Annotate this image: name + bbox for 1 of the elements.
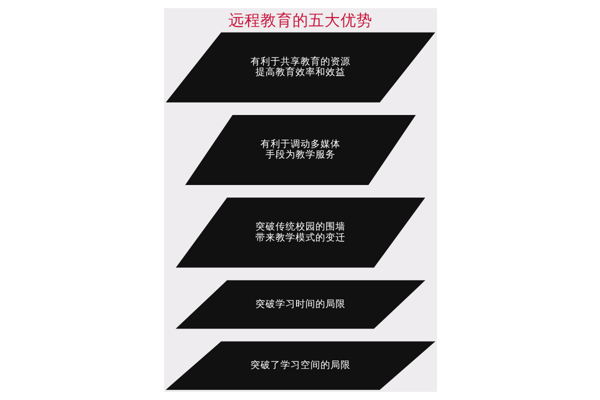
diagram-title: 远程教育的五大优势 — [228, 11, 372, 30]
